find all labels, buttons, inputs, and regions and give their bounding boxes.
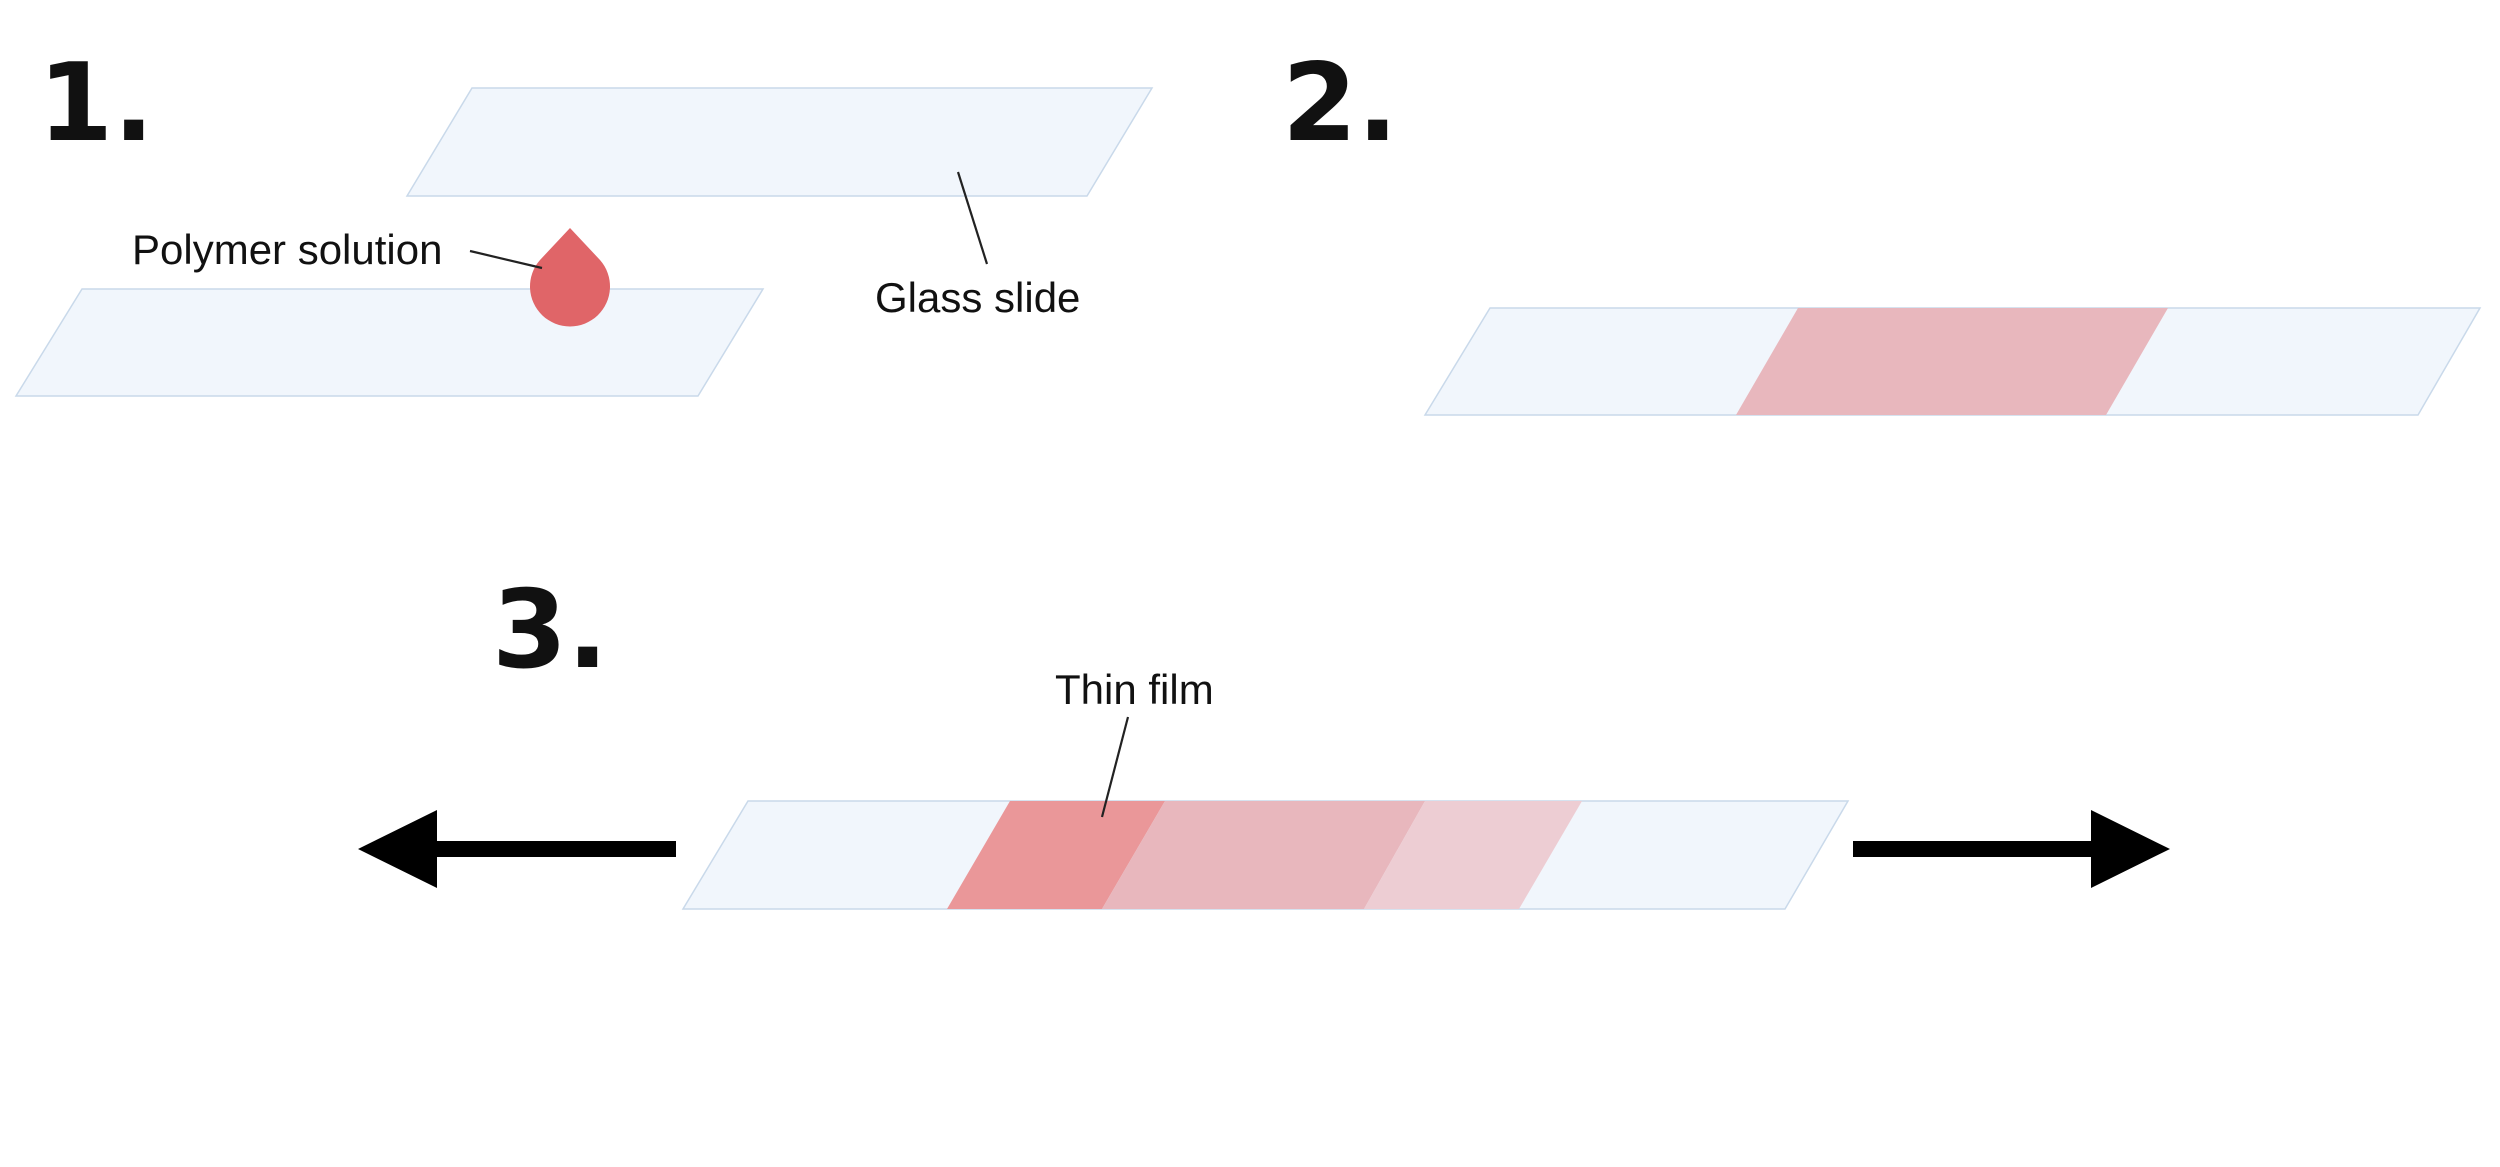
polymer-solution-label: Polymer solution xyxy=(132,226,442,273)
top-glass-slide xyxy=(405,87,1154,197)
film-medium-segment xyxy=(1102,801,1425,909)
step-2-number: 2. xyxy=(1282,41,1398,166)
droplet-icon xyxy=(530,228,610,327)
arrow-left-icon xyxy=(358,810,676,888)
step-3-number: 3. xyxy=(492,568,608,693)
step-3-group: Thin film xyxy=(358,666,2170,910)
spread-polymer-film xyxy=(1736,308,2168,415)
film-thin-segment xyxy=(1364,801,1582,909)
glass-slide-leader xyxy=(956,171,989,265)
arrow-right-icon xyxy=(1853,810,2170,888)
step-1-number: 1. xyxy=(38,41,154,166)
thin-film-leader xyxy=(1100,716,1130,818)
thin-film-label: Thin film xyxy=(1055,666,1214,713)
step-1-group: Polymer solution Glass slide xyxy=(14,87,1154,397)
step-2-group xyxy=(1423,307,2482,416)
glass-slide-label: Glass slide xyxy=(875,274,1080,321)
polymer-solution-leader xyxy=(469,249,543,270)
film-thick-segment xyxy=(947,801,1165,909)
bottom-glass-slide xyxy=(14,288,765,397)
